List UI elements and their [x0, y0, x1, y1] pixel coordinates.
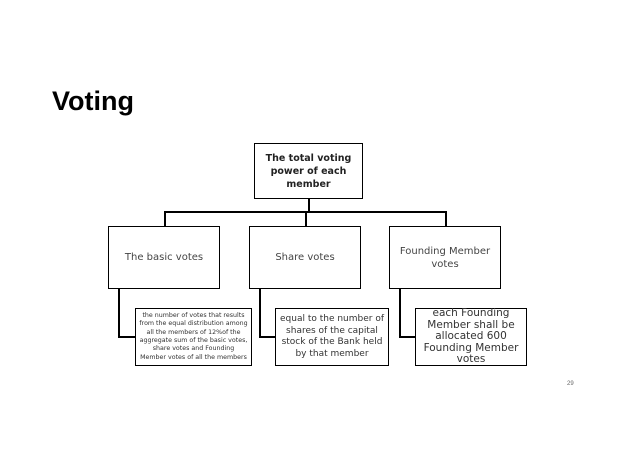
connector-share-detail-v: [259, 289, 261, 337]
share-votes-label: Share votes: [275, 252, 335, 263]
share-votes-detail: equal to the number of shares of the cap…: [275, 308, 389, 366]
basic-votes-detail-text: the number of votes that results from th…: [139, 311, 248, 361]
slide-title: Voting: [52, 86, 134, 116]
founding-member-votes-label: Founding Member votes: [399, 245, 491, 270]
connector-basic-detail-h: [118, 336, 135, 338]
page-number: 29: [567, 381, 574, 387]
basic-votes-detail: the number of votes that results from th…: [135, 308, 252, 366]
connector-founding-detail-v: [399, 289, 401, 337]
root-node: The total voting power of each member: [254, 143, 363, 199]
founding-member-votes-detail-text: each Founding Member shall be allocated …: [423, 307, 519, 366]
connector-share-detail-h: [259, 336, 275, 338]
connector-to-basic: [164, 211, 166, 226]
share-votes-detail-text: equal to the number of shares of the cap…: [279, 314, 385, 359]
basic-votes-node: The basic votes: [108, 226, 220, 289]
root-node-label: The total voting power of each member: [265, 152, 352, 190]
connector-root-down: [308, 199, 310, 212]
connector-basic-detail-v: [118, 289, 120, 337]
connector-founding-detail-h: [399, 336, 415, 338]
founding-member-votes-detail: each Founding Member shall be allocated …: [415, 308, 527, 366]
connector-to-share: [305, 211, 307, 226]
connector-to-founding: [445, 211, 447, 226]
founding-member-votes-node: Founding Member votes: [389, 226, 501, 289]
share-votes-node: Share votes: [249, 226, 361, 289]
basic-votes-label: The basic votes: [124, 252, 204, 263]
